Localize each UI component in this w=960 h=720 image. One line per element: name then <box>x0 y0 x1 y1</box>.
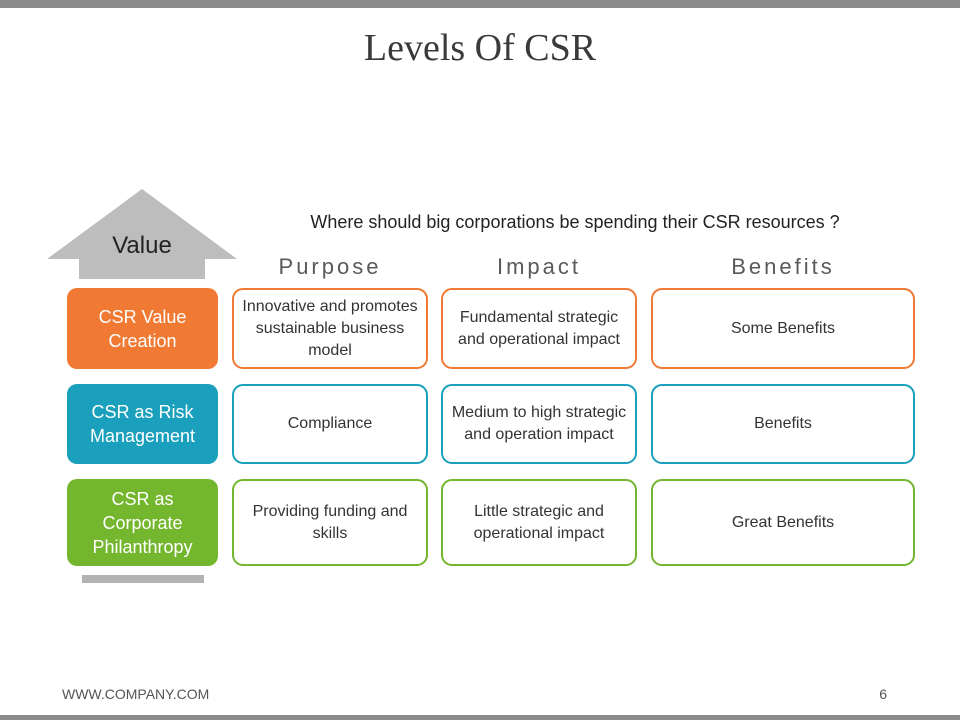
cell-impact-row-1: Fundamental strategic and operational im… <box>441 288 637 369</box>
level-csr-value-creation: CSR Value Creation <box>67 288 218 369</box>
cell-purpose-row-2: Compliance <box>232 384 428 464</box>
cell-purpose-row-1: Innovative and promotes sustainable busi… <box>232 288 428 369</box>
page-number: 6 <box>879 686 887 702</box>
cell-purpose-row-3: Providing funding and skills <box>232 479 428 566</box>
cell-impact-row-3: Little strategic and operational impact <box>441 479 637 566</box>
footer-url: WWW.COMPANY.COM <box>62 686 210 702</box>
column-header-purpose: Purpose <box>278 254 382 279</box>
arrow-base <box>82 575 204 583</box>
level-csr-corporate-philanthropy: CSR as Corporate Philanthropy <box>67 479 218 566</box>
question-text: Where should big corporations be spendin… <box>310 212 840 232</box>
cell-benefits-row-1: Some Benefits <box>651 288 915 369</box>
cell-impact-row-2: Medium to high strategic and operation i… <box>441 384 637 464</box>
column-header-benefits: Benefits <box>731 254 835 279</box>
value-label: Value <box>112 232 172 259</box>
value-arrow-icon <box>47 189 237 279</box>
cell-benefits-row-2: Benefits <box>651 384 915 464</box>
page-title: Levels Of CSR <box>363 27 597 69</box>
bottom-bar <box>0 715 960 720</box>
column-header-impact: Impact <box>496 254 582 279</box>
cell-benefits-row-3: Great Benefits <box>651 479 915 566</box>
top-bar <box>0 0 960 8</box>
level-csr-risk-management: CSR as Risk Management <box>67 384 218 464</box>
